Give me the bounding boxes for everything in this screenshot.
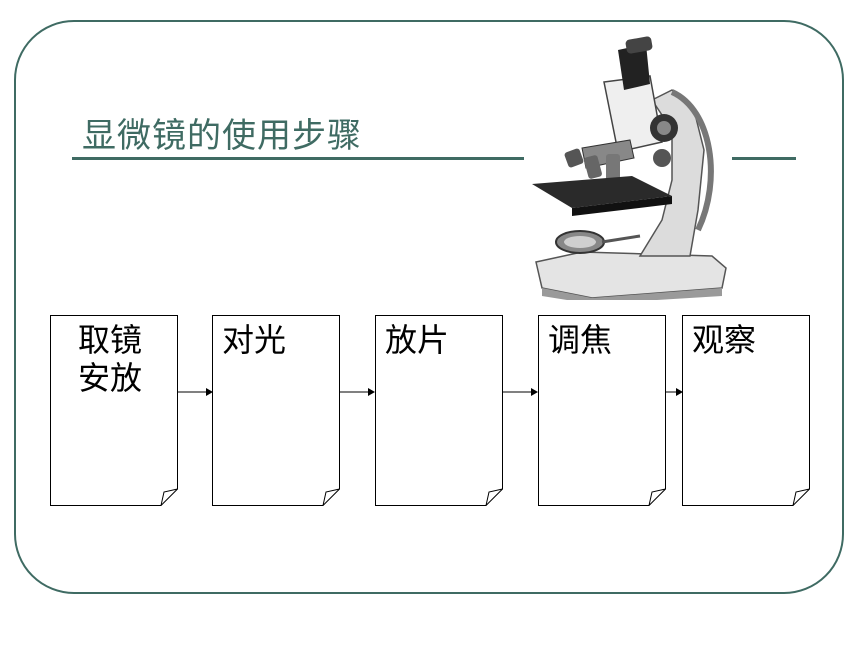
step-label: 调焦 — [548, 321, 613, 359]
arrow-right-icon — [503, 388, 538, 396]
arrow-right-icon — [178, 388, 213, 396]
step-box-3: 放片 — [375, 315, 503, 506]
step-label: 取镜安放 — [78, 321, 143, 397]
step-box-1: 取镜安放 — [50, 315, 178, 506]
title-underline-right — [732, 157, 796, 160]
page-title: 显微镜的使用步骤 — [82, 116, 362, 156]
microscope-icon — [532, 36, 727, 300]
step-label: 放片 — [385, 321, 450, 359]
step-label: 观察 — [692, 321, 757, 359]
title-underline-left — [72, 157, 524, 160]
step-label: 对光 — [222, 321, 287, 359]
slide-frame — [14, 20, 844, 594]
step-box-5: 观察 — [682, 315, 810, 506]
arrow-right-icon — [340, 388, 375, 396]
arrow-right-icon — [666, 388, 683, 396]
step-box-2: 对光 — [212, 315, 340, 506]
step-box-4: 调焦 — [538, 315, 666, 506]
